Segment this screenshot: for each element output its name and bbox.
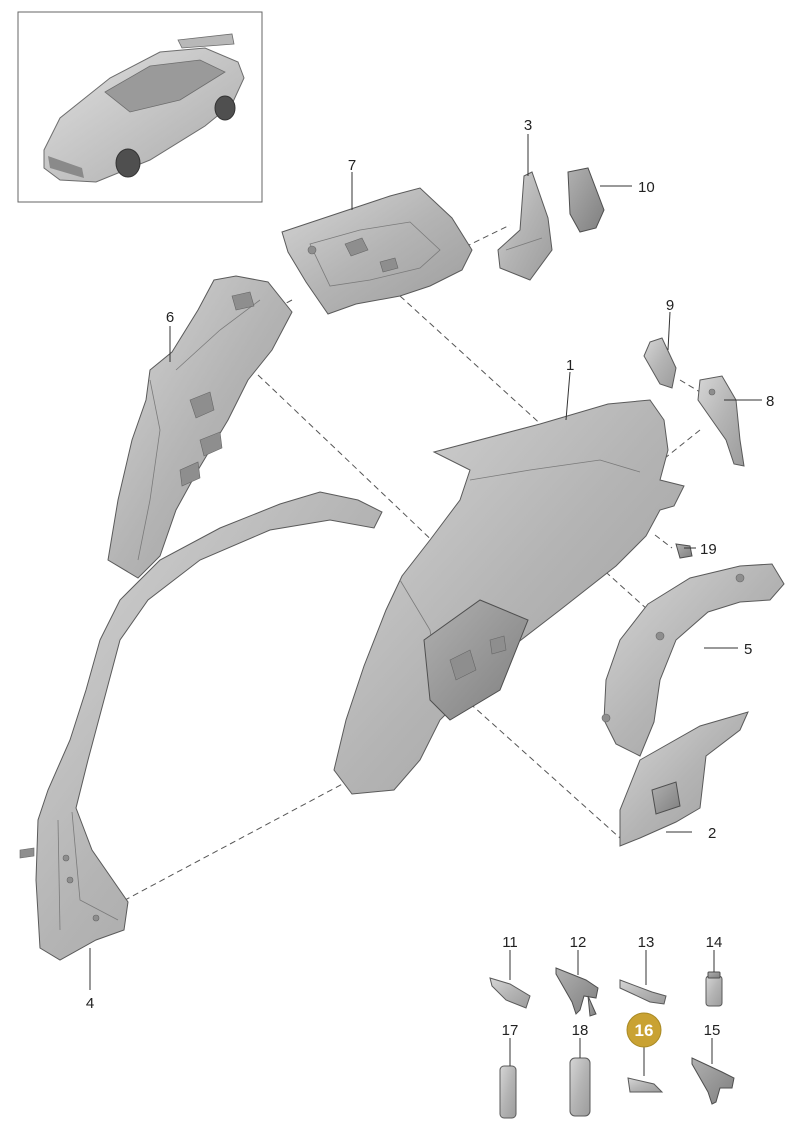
label-2: 2 [708, 825, 716, 842]
part-14-bottle [705, 971, 723, 1007]
label-16: 16 [635, 1021, 654, 1040]
label-3: 3 [524, 117, 532, 134]
label-12: 12 [570, 934, 587, 951]
highlight-badge [626, 1012, 662, 1048]
part-3-bracket [497, 171, 553, 281]
part-7-rear-upper-panel [281, 187, 473, 315]
leader-lines [89, 134, 762, 1076]
label-14: 14 [706, 934, 723, 951]
part-4-side-frame [19, 491, 383, 961]
vehicle-thumbnail [17, 11, 263, 203]
part-19-clip [675, 543, 693, 559]
label-9: 9 [666, 297, 674, 314]
label-5: 5 [744, 641, 752, 658]
label-15: 15 [704, 1022, 721, 1039]
part-13-cartridge [619, 979, 667, 1005]
part-18-cartridge [569, 1057, 591, 1117]
label-11: 11 [502, 934, 518, 951]
label-18: 18 [572, 1022, 589, 1039]
car-icon [43, 33, 245, 183]
part-6-c-pillar-inner [107, 275, 293, 579]
part-17-cartridge [499, 1065, 517, 1119]
label-4: 4 [86, 995, 94, 1012]
part-11-nozzle [489, 977, 531, 1009]
part-8-bracket [697, 375, 745, 467]
label-6: 6 [166, 309, 174, 326]
label-7: 7 [348, 157, 356, 174]
part-1-quarter-panel [333, 399, 685, 795]
label-17: 17 [502, 1022, 519, 1039]
part-9-bracket [643, 337, 677, 389]
part-labels: 1 2 3 4 5 6 7 8 9 10 11 12 13 14 15 16 1… [86, 117, 775, 1040]
part-16-tube [627, 1077, 664, 1093]
part-5-wheel-arch [601, 563, 785, 757]
label-1: 1 [566, 357, 574, 374]
label-13: 13 [638, 934, 655, 951]
label-19: 19 [700, 541, 717, 558]
part-15-gun [691, 1057, 735, 1105]
label-10: 10 [638, 179, 655, 196]
part-10-pad [567, 167, 605, 233]
part-2-rear-bracket [619, 711, 749, 847]
part-12-gun [555, 967, 599, 1017]
label-8: 8 [766, 393, 774, 410]
